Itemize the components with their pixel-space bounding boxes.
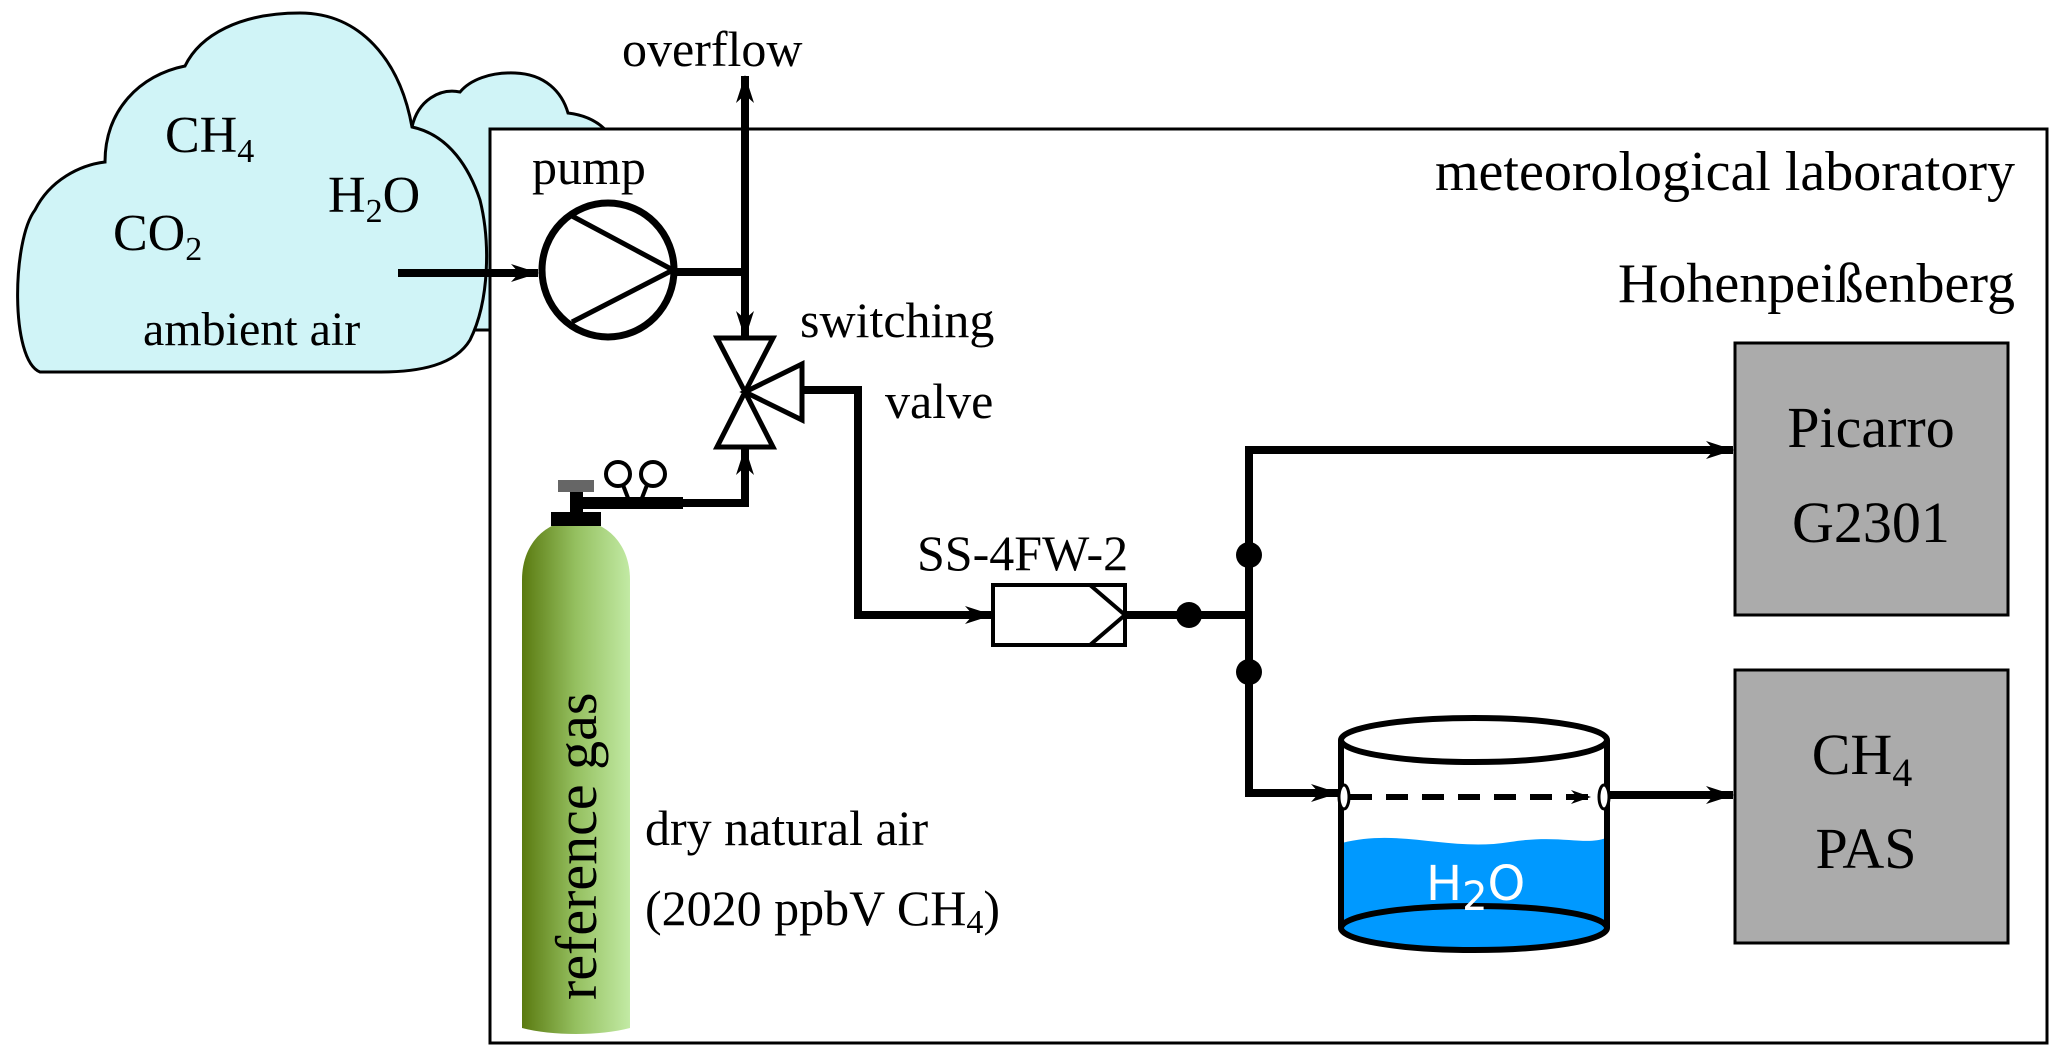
switching-valve: switching valve [712, 292, 994, 450]
pas-label: PAS [1815, 816, 1916, 881]
ambient-air-label: ambient air [143, 303, 360, 356]
junction-dot [1176, 602, 1202, 628]
reference-desc-line2: (2020 ppbV CH4) [645, 880, 1000, 941]
reference-gas-label: reference gas [544, 693, 609, 1000]
cloud-h2o-label: H2O [328, 167, 420, 230]
pump-icon [538, 199, 678, 341]
valve-to-filter-pipe [802, 386, 993, 624]
pas-gas-label: CH4 [1812, 722, 1913, 795]
cloud-main [16, 11, 489, 374]
picarro-model: G2301 [1792, 490, 1950, 555]
junction-dot [1236, 542, 1262, 568]
water-label: H2O [1426, 856, 1525, 920]
pump-label: pump [532, 139, 646, 195]
valve-label-line1: switching [800, 292, 994, 348]
pressure-gauge-icon [604, 460, 632, 488]
pas-analyzer: CH4 PAS [1733, 668, 2010, 945]
picarro-label: Picarro [1787, 395, 1955, 460]
reference-desc-line1: dry natural air [645, 800, 929, 856]
filter: SS-4FW-2 [917, 525, 1128, 647]
picarro-analyzer: Picarro G2301 [1733, 341, 2010, 617]
ambient-air-cloud: CH4 CO2 H2O ambient air [16, 11, 612, 374]
reference-gas-cylinder: reference gas [522, 460, 683, 1034]
cylinder-icon [522, 520, 630, 1034]
overflow-label: overflow [622, 21, 803, 77]
humidifier-vessel: H2O [1337, 715, 1611, 953]
laboratory-location: Hohenpeißenberg [1618, 253, 2015, 315]
valve-knob-icon [558, 480, 594, 492]
laboratory-title: meteorological laboratory [1435, 141, 2015, 203]
junction-dot [1236, 659, 1262, 685]
pressure-gauge-icon [639, 460, 667, 488]
cloud-ch4-label: CH4 [165, 107, 254, 170]
filter-icon [991, 583, 1127, 647]
pump: pump [532, 139, 678, 341]
valve-label-line2: valve [885, 373, 993, 429]
cloud-co2-label: CO2 [113, 205, 202, 268]
filter-label: SS-4FW-2 [917, 525, 1128, 581]
